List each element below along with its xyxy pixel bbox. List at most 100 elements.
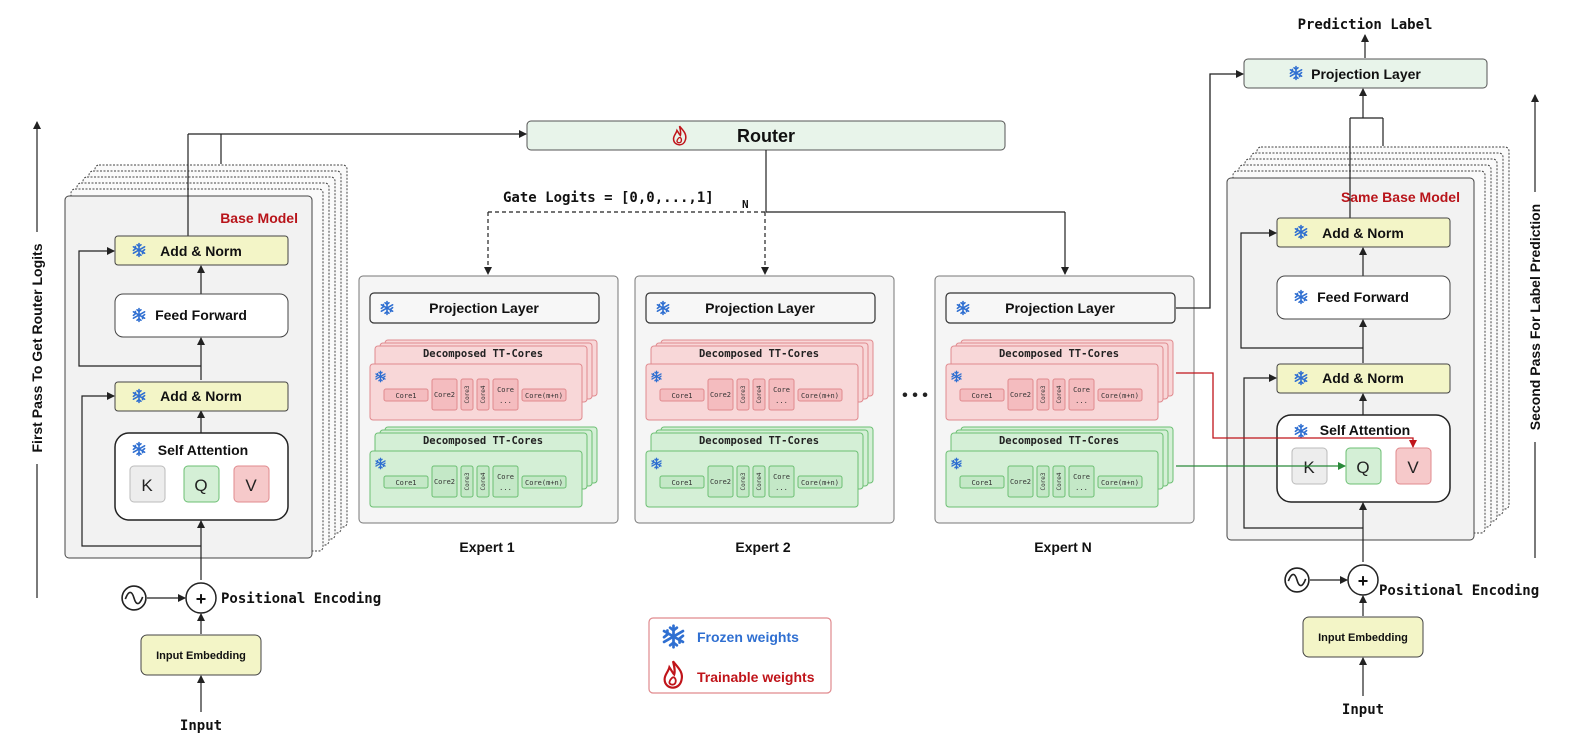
right-v-box [1395, 447, 1432, 485]
right-side-label-group: Second Pass For Label Prediction [1526, 94, 1544, 558]
projection-layer [645, 292, 876, 324]
core-label: ... [499, 484, 512, 492]
core-label: Core4 [756, 385, 763, 403]
left-side-label: First Pass To Get Router Logits [29, 243, 45, 452]
left-q-box [183, 465, 220, 503]
legend-trainable: Trainable weights [697, 669, 815, 685]
left-add-norm-bottom-label: Add & Norm [160, 388, 242, 404]
right-add-norm-bottom [1276, 363, 1451, 394]
core-box [659, 475, 705, 489]
svg-text:+: + [1358, 571, 1369, 591]
core-box [768, 378, 795, 411]
right-output: Projection Layer Prediction Label [1243, 17, 1488, 89]
projection-layer-label: Projection Layer [1005, 300, 1115, 316]
core-label: Core4 [480, 472, 487, 490]
projection-layer-label: Projection Layer [705, 300, 815, 316]
core-box [752, 378, 766, 411]
left-feed-forward-label: Feed Forward [155, 307, 247, 323]
core-box [431, 378, 458, 411]
projection-layer [369, 292, 600, 324]
left-positional-encoding: Positional Encoding [221, 591, 381, 607]
left-base-model: Base Model Add & Norm Feed Forward Add &… [64, 130, 527, 580]
core-label: Core1 [395, 392, 416, 400]
left-input-label: Input [180, 718, 222, 734]
left-v-box [233, 465, 270, 503]
sine-wave-icon [121, 585, 147, 611]
core-label: Core [773, 473, 790, 481]
core-box [768, 465, 795, 498]
core-box [959, 388, 1005, 402]
legend: Frozen weights Trainable weights [648, 617, 832, 694]
core-box [521, 388, 567, 402]
expert-name: Expert 2 [735, 539, 790, 555]
left-side-label-group: First Pass To Get Router Logits [28, 121, 46, 598]
right-input-label: Input [1342, 702, 1384, 718]
core-label: Core3 [464, 385, 471, 403]
core-label: Core2 [710, 478, 731, 486]
core-label: Core3 [740, 385, 747, 403]
core-label: Core(m+n) [1101, 479, 1139, 487]
right-model-title: Same Base Model [1341, 189, 1460, 205]
expert-n-connections [1176, 70, 1417, 470]
core-label: Core3 [1040, 472, 1047, 490]
left-add-norm-top-label: Add & Norm [160, 243, 242, 259]
core-box [752, 465, 766, 498]
core-label: Core1 [671, 479, 692, 487]
core-label: Core2 [434, 391, 455, 399]
core-label: ... [499, 397, 512, 405]
right-base-model: Same Base Model Add & Norm Feed Forward … [1226, 34, 1510, 562]
tt-cores-red-label: Decomposed TT-Cores [699, 348, 819, 360]
core-label: Core1 [971, 392, 992, 400]
core-box [707, 465, 734, 498]
tt-cores-red-label: Decomposed TT-Cores [999, 348, 1119, 360]
right-feed-forward-label: Feed Forward [1317, 289, 1409, 305]
core-label: ... [1075, 397, 1088, 405]
left-add-norm-top [114, 235, 289, 266]
core-box [383, 388, 429, 402]
core-label: Core(m+n) [801, 392, 839, 400]
core-label: Core4 [1056, 385, 1063, 403]
core-box [736, 378, 750, 411]
core-box [1068, 465, 1095, 498]
core-box [1036, 465, 1050, 498]
core-box [736, 465, 750, 498]
core-box [797, 475, 843, 489]
legend-frozen: Frozen weights [697, 629, 799, 645]
left-input-path: + Positional Encoding Input Embedding In… [121, 582, 381, 734]
tt-cores-red-label: Decomposed TT-Cores [423, 348, 543, 360]
core-label: Core2 [434, 478, 455, 486]
core-box [521, 475, 567, 489]
gate-logits-subscript: N [742, 198, 749, 211]
right-add-norm-top-label: Add & Norm [1322, 225, 1404, 241]
core-label: Core1 [395, 479, 416, 487]
core-label: ... [1075, 484, 1088, 492]
core-box [797, 388, 843, 402]
core-box [476, 465, 490, 498]
expert-name: Expert 1 [459, 539, 514, 555]
right-self-attention-label: Self Attention [1320, 422, 1410, 438]
left-input-embedding-label: Input Embedding [156, 650, 246, 662]
core-box [1052, 378, 1066, 411]
left-model-title: Base Model [220, 210, 298, 226]
core-label: Core(m+n) [525, 392, 563, 400]
core-label: Core2 [1010, 391, 1031, 399]
tt-cores-green-label: Decomposed TT-Cores [423, 435, 543, 447]
tt-cores-red [645, 363, 859, 421]
core-label: Core1 [671, 392, 692, 400]
tt-cores-red [369, 363, 583, 421]
core-box [492, 378, 519, 411]
right-add-norm-top [1276, 217, 1451, 248]
right-projection-layer-label: Projection Layer [1311, 66, 1421, 82]
left-k-box [129, 465, 166, 503]
core-label: Core(m+n) [801, 479, 839, 487]
core-label: Core [773, 386, 790, 394]
left-q-label: Q [194, 476, 207, 495]
core-label: Core1 [971, 479, 992, 487]
core-box [1097, 475, 1143, 489]
core-box [959, 475, 1005, 489]
left-k-label: K [141, 476, 153, 495]
right-positional-encoding: Positional Encoding [1379, 583, 1539, 599]
